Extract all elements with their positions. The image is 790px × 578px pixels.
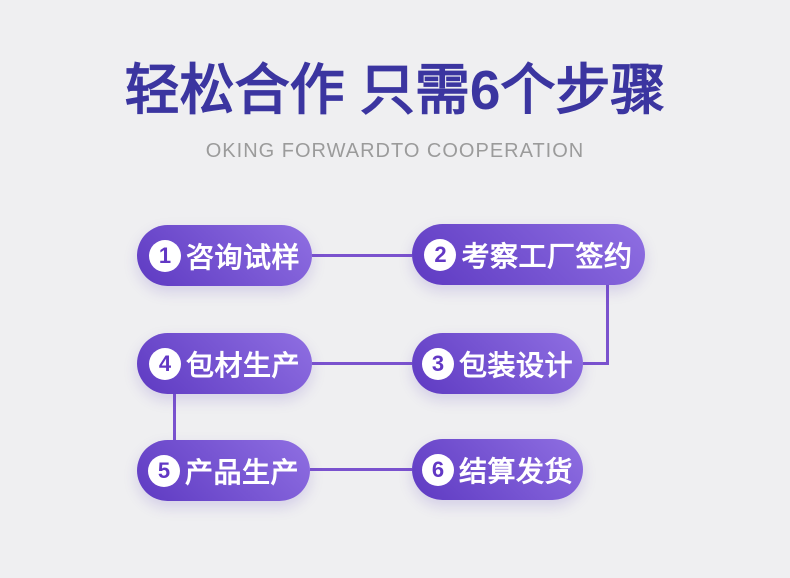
step-number-badge: 2 [424,238,457,271]
step-pill-6: 6 结算发货 [412,439,583,500]
step-number-badge: 3 [421,347,454,380]
page-title: 轻松合作 只需6个步骤 [124,59,666,121]
step-pill-3: 3 包装设计 [412,333,583,394]
step-label: 产品生产 [184,456,299,488]
step-label: 结算发货 [458,455,573,487]
step-pill-4: 4 包材生产 [137,333,312,394]
step-number-badge: 6 [421,453,454,486]
step-number-badge: 4 [148,347,181,380]
connector-step2-step3 [583,285,609,365]
step-label: 包装设计 [458,349,573,381]
step-number-badge: 5 [147,454,180,487]
step-pill-2: 2 考察工厂签约 [412,224,645,285]
page-subtitle: OKING FORWARDTO COOPERATION [205,140,585,162]
connector-step1-step2 [312,254,412,257]
step-number-badge: 1 [148,239,181,272]
step-pill-5: 5 产品生产 [137,440,310,501]
step-label: 考察工厂签约 [461,240,633,272]
step-pill-1: 1 咨询试样 [137,225,312,286]
step-label: 咨询试样 [185,241,300,273]
connector-step5-step6 [310,468,412,471]
connector-step3-step4 [312,362,412,365]
connector-step4-step5 [173,394,176,440]
step-label: 包材生产 [185,349,300,381]
